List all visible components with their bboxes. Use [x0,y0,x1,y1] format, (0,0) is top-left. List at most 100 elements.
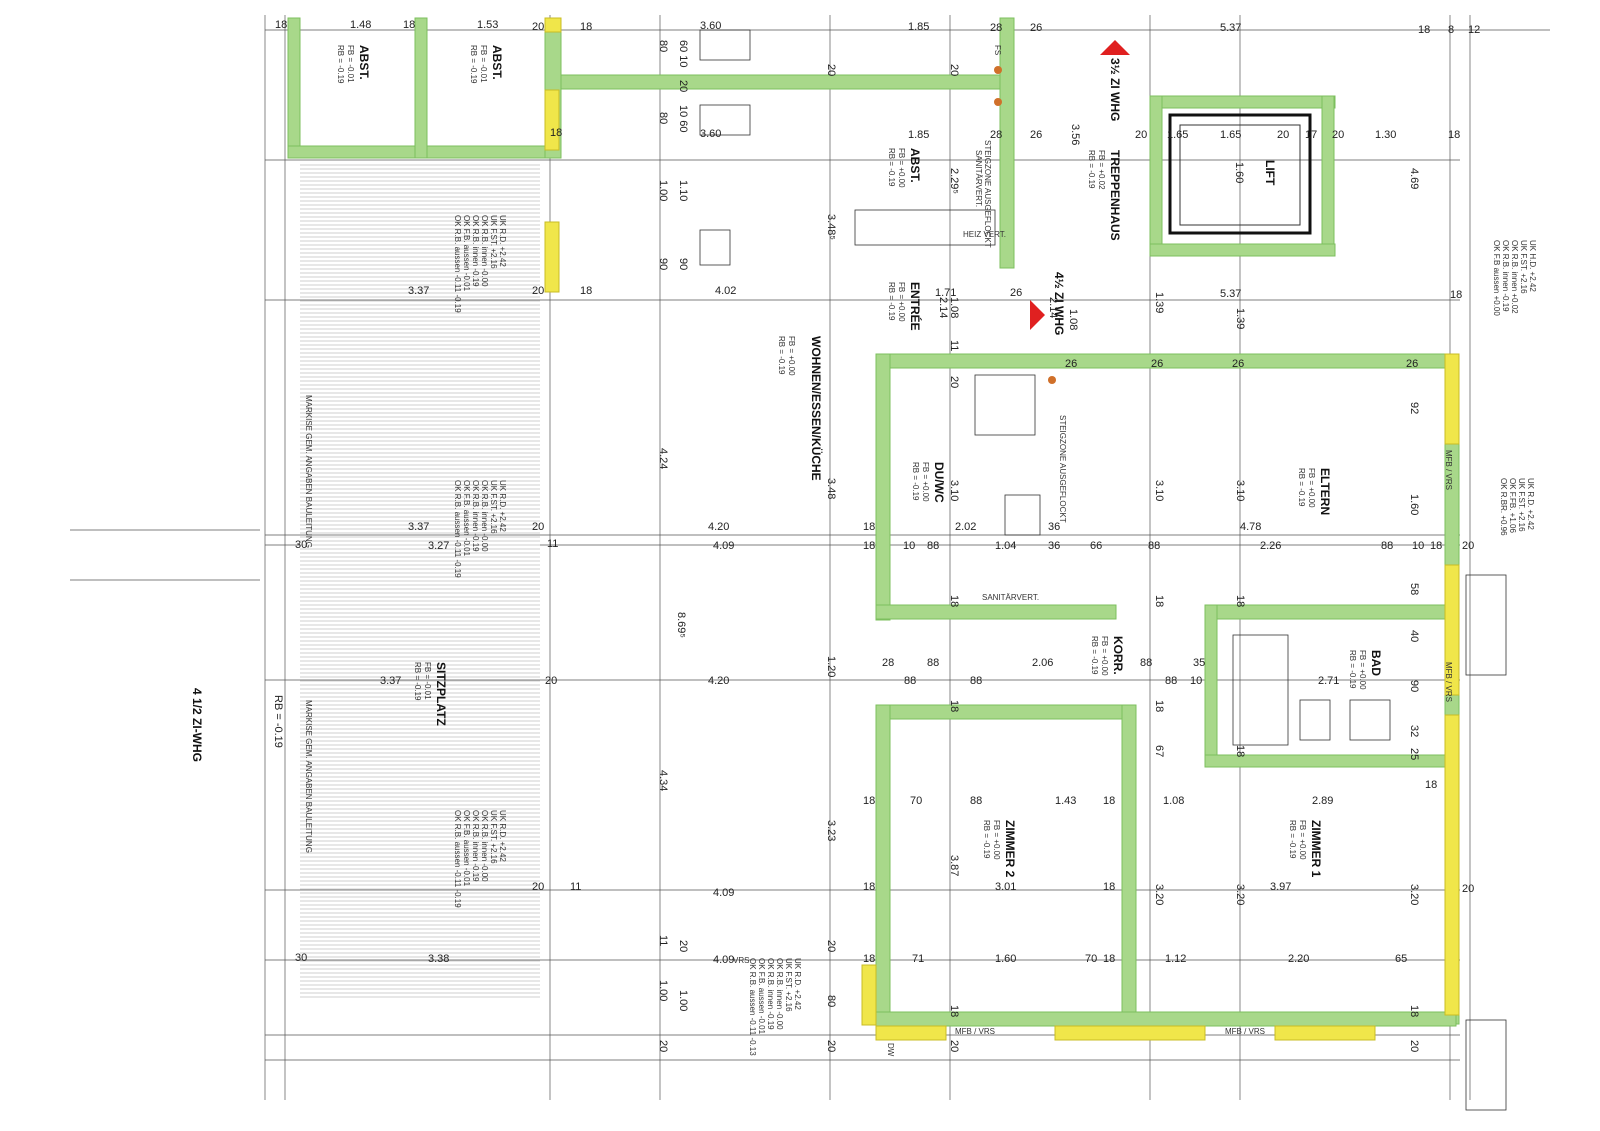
room-name-eltern: ELTERN [1318,468,1332,515]
level-note-line: UK F.ST. +2.16 [1519,240,1528,294]
dim: 18 [863,953,875,965]
dim: 18 [580,285,592,297]
dim: 67 [1153,745,1165,757]
markise-label-2: MARKISE GEM. ANGABEN BAULEITUNG [304,700,313,853]
dim: 18 [275,19,287,31]
dim: 1.00 [657,980,669,1001]
room-fb-entree: FB = +0.00 [897,282,906,322]
dim: 18 [1234,745,1246,757]
dim: 12 [1468,24,1480,36]
dim: 20 [1408,1040,1420,1052]
room-fb-duwc: FB = +0.00 [921,462,930,502]
dim: 26 [1030,129,1042,141]
dim: 35 [1193,657,1205,669]
dim: 20 [1462,540,1474,552]
room-name-zimmer1: ZIMMER 1 [1309,820,1323,878]
room-name-entree: ENTRÉE [908,282,923,331]
dim: 1.12 [1165,953,1186,965]
dim: 1.00 [657,180,669,201]
dim: 20 [532,521,544,533]
dim: 3.20 [1234,884,1246,905]
dim: 2.20 [1288,953,1309,965]
dim: 80 [825,995,837,1007]
dim: 36 [1048,521,1060,533]
room-name-duwc: DU/WC [932,462,946,503]
dim: 20 [1277,129,1289,141]
dim: 8 [1448,24,1454,36]
dim: 4.09 [713,887,734,899]
level-note-line: OK F.FB. +1.06 [1508,478,1517,533]
dim: 20 [657,1040,669,1052]
dim: 60 10 [677,40,689,68]
level-note-line: OK R.B. innen -0.19 [471,480,480,552]
dim: 17 [1305,129,1317,141]
dim: 88 [927,657,939,669]
dim: 1.30 [1375,129,1396,141]
level-note-line: UK R.D. +2.42 [498,215,507,267]
dim: 18 [1153,700,1165,712]
dim: 1.60 [1408,494,1420,515]
dim: 2.71 [1318,675,1339,687]
dim: 88 [970,795,982,807]
dim: 40 [1408,630,1420,642]
mfb-vrs-3: MFB / VRS [1444,450,1453,490]
dim: 4.20 [708,675,729,687]
room-name-sitzplatz: SITZPLATZ [434,662,448,726]
dim: 18 [1408,1005,1420,1017]
dim: 18 [948,595,960,607]
fs-marker [1048,376,1056,384]
dim: 2.89 [1312,795,1333,807]
dim: 80 [657,40,669,52]
dim: 18 [1103,881,1115,893]
dim: 3.01 [995,881,1016,893]
dim: 88 [904,675,916,687]
dim: 8.69⁵ [675,612,687,638]
dim: 26 [1406,358,1418,370]
dim: 11 [570,881,581,893]
dim: 1.00 [677,990,689,1011]
dim: 18 [1450,289,1462,301]
room-rb-entree: RB = -0.19 [887,282,896,321]
dim: 2.14 [937,297,949,318]
room-name-korr: KORR. [1111,636,1125,675]
dim: 3.10 [1153,480,1165,501]
dim: 1.43 [1055,795,1076,807]
dim: 1.71 [935,287,956,299]
dim: 26 [1010,287,1022,299]
dim: 30 [295,539,307,551]
dim: 1.08 [948,297,960,318]
dim: 90 [1408,680,1420,692]
room-rb-eltern: RB = -0.19 [1297,468,1306,507]
dim: 3.37 [380,675,401,687]
dim: 1.08 [1067,309,1079,330]
dim: 2.29⁵ [948,168,960,194]
level-note-line: OK F.B. aussen -0.01 [462,810,471,887]
dim: 1.53 [477,19,498,31]
dim: 20 [1462,883,1474,895]
dim: 5.37 [1220,22,1241,34]
dim: 20 [532,285,544,297]
dim: 88 [1140,657,1152,669]
dim: 26 [1232,358,1244,370]
dim: 3.27 [428,540,449,552]
level-note-line: OK R.B. aussen -0.11 -0.19 [453,480,462,578]
dim: 18 [1418,24,1430,36]
dim: 18 [863,521,875,533]
room-name-abst2: ABST. [490,45,504,80]
dim: 1.60 [1233,162,1245,183]
room-fb-zimmer1: FB = +0.00 [1298,820,1307,860]
dim: 20 [1332,129,1344,141]
dim: 10 [1190,675,1202,687]
room-fb-korr: FB = +0.00 [1100,636,1109,676]
dim: 20 [825,940,837,952]
dim: 18 [1234,595,1246,607]
level-note-line: OK R.BR. +0.96 [1499,478,1508,536]
dim: 18 [550,127,562,139]
dim: 2.02 [955,521,976,533]
dim: 28 [990,129,1002,141]
dim: 10 [1412,540,1424,552]
dim: 3.87 [948,855,960,876]
room-rb-zimmer2: RB = -0.19 [982,820,991,859]
dim: 18 [1103,953,1115,965]
